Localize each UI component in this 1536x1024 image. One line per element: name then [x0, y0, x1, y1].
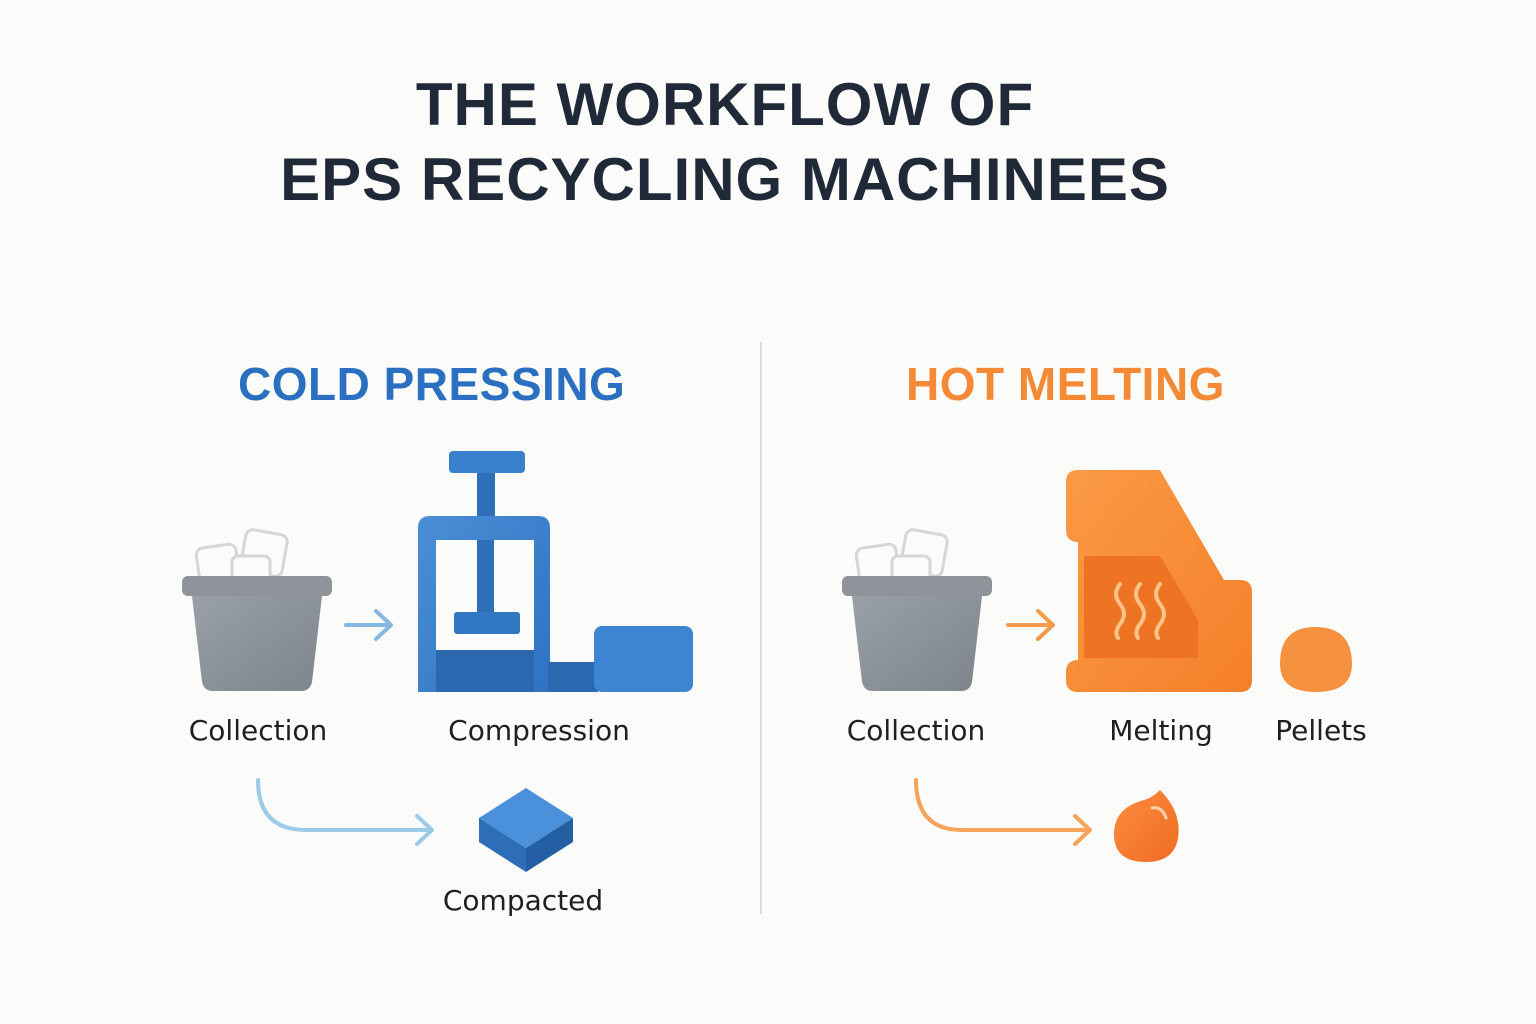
step-label-collection-hot: Collection — [846, 714, 986, 747]
waste-bin-icon — [182, 528, 332, 691]
page-title-line-1: THE WORKFLOW OF — [415, 71, 1035, 138]
step-label-pellets: Pellets — [1275, 714, 1367, 747]
curved-arrow-icon — [914, 778, 1092, 846]
arrow-right-icon — [1006, 609, 1055, 641]
compacted-block-icon — [479, 788, 573, 872]
melt-drop-icon — [1114, 790, 1179, 862]
curved-arrow-icon — [256, 778, 434, 846]
heat-waves-icon — [1114, 582, 1166, 640]
step-label-compression: Compression — [448, 714, 630, 747]
page-title-line-2: EPS RECYCLING MACHINEES — [280, 146, 1170, 213]
press-machine-icon — [418, 451, 693, 692]
cold-pressing-title: COLD PRESSING — [238, 358, 626, 410]
step-label-melting: Melting — [1109, 714, 1213, 747]
melting-machine-icon — [1066, 470, 1252, 692]
arrow-right-icon — [344, 609, 393, 641]
step-label-collection-cold: Collection — [188, 714, 328, 747]
section-divider — [760, 342, 762, 914]
hot-melting-title: HOT MELTING — [906, 358, 1225, 410]
waste-bin-icon — [842, 528, 992, 691]
step-label-compacted: Compacted — [442, 884, 604, 917]
pellet-icon — [1280, 627, 1352, 692]
